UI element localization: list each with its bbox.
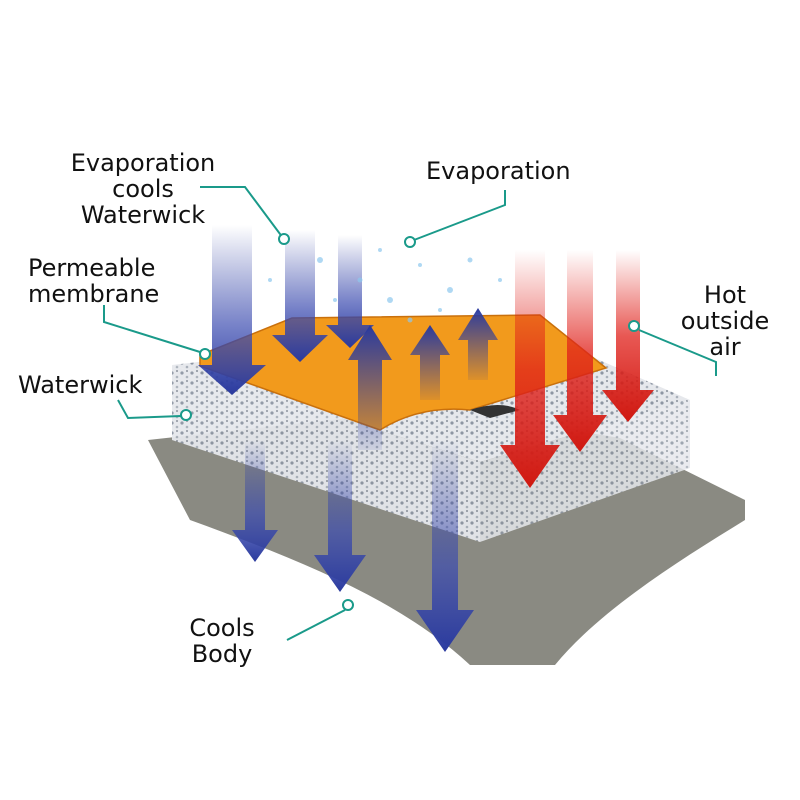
label-line: Evaporation <box>70 149 216 177</box>
label-evaporation-cools-waterwick: Evaporation cools Waterwick <box>53 150 233 228</box>
evaporation-arrows-up <box>348 308 498 450</box>
label-line: air <box>709 333 741 361</box>
label-permeable-membrane: Permeable membrane <box>28 255 159 307</box>
leader-permeable <box>103 305 201 353</box>
leader-waterwick <box>117 399 182 420</box>
label-line: membrane <box>28 280 160 308</box>
waterwick-front <box>172 365 480 542</box>
label-cools-body: Cools Body <box>172 615 272 667</box>
membrane-curl <box>470 405 520 418</box>
label-line: Permeable <box>28 254 156 282</box>
leader-evaporation <box>413 190 506 241</box>
label-evaporation: Evaporation <box>426 157 571 185</box>
cool-arrows-top <box>198 225 374 395</box>
hot-air-arrows <box>500 250 654 488</box>
vapor-particles <box>268 248 502 323</box>
label-line: Cools <box>189 614 255 642</box>
cool-body-arrows <box>232 440 474 652</box>
label-line: cools <box>112 175 174 203</box>
label-waterwick: Waterwick <box>18 371 143 399</box>
label-hot-outside-air: Hot outside air <box>670 282 780 360</box>
leader-lines <box>103 186 717 641</box>
label-line: Waterwick <box>80 201 206 229</box>
label-line: Body <box>191 640 253 668</box>
leader-hot-air <box>638 329 717 376</box>
leader-evap-cools <box>200 186 284 239</box>
label-line: outside <box>680 307 770 335</box>
waterwick-side <box>480 400 690 542</box>
label-line: Hot <box>703 281 747 309</box>
leader-cools-body <box>286 609 346 641</box>
